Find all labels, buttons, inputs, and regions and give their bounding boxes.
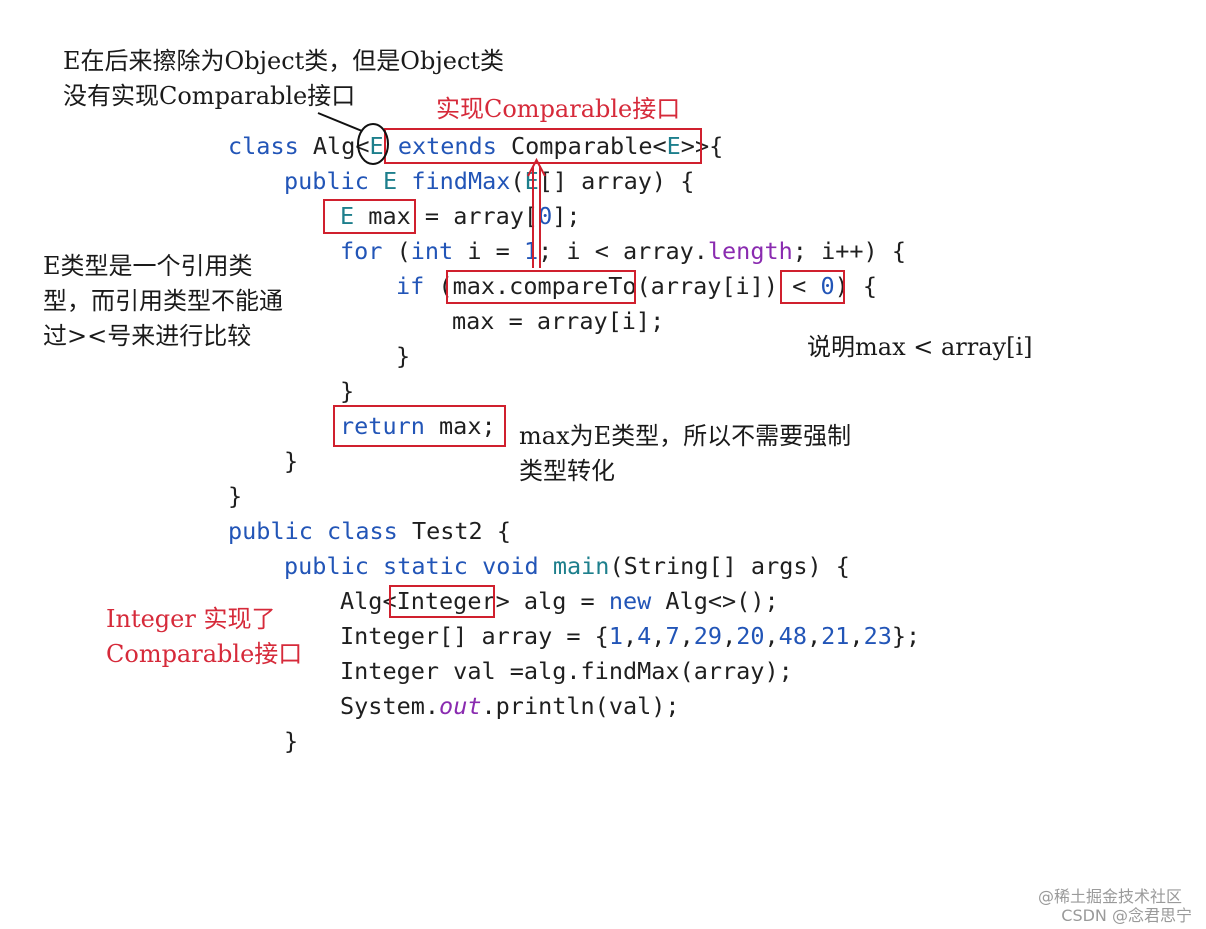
watermark-juejin: @稀土掘金技术社区 (1037, 887, 1182, 906)
highlight-e-max (323, 199, 416, 234)
code-line-class-test2: public class Test2 { (228, 517, 511, 545)
watermark-csdn: CSDN @念君思宁 (1061, 906, 1192, 925)
note-ref-type-line2: 型，而引用类型不能通 (43, 287, 283, 315)
code-block: class Alg<E extends Comparable<E>>{ publ… (0, 0, 920, 755)
code-line-max-init: E max = array[0]; (340, 202, 581, 230)
note-integer-impl-line2: Comparable接口 (106, 640, 303, 668)
arrow-head (527, 157, 546, 177)
code-line-array: Integer[] array = {1,4,7,29,20,48,21,23}… (340, 622, 921, 650)
highlight-integer (389, 585, 495, 618)
note-no-cast-line2: 类型转化 (519, 457, 615, 485)
note-implements-comparable: 实现Comparable接口 (436, 95, 681, 123)
pointer-line (317, 112, 363, 132)
highlight-compareto (446, 270, 636, 304)
code-line-close-method: } (284, 447, 299, 475)
note-ref-type-line3: 过><号来进行比较 (43, 322, 252, 350)
code-line-class-alg: class Alg<E extends Comparable<E>>{ (228, 132, 724, 160)
note-ref-type-line1: E类型是一个引用类 (43, 252, 253, 280)
code-line-close-class: } (228, 482, 243, 510)
code-line-if: if (max.compareTo(array[i]) < 0) { (396, 272, 878, 300)
highlight-less-zero (780, 270, 845, 304)
code-line-alg-new: Alg<Integer> alg = new Alg<>(); (340, 587, 779, 615)
note-erasure-line1: E在后来擦除为Object类，但是Object类 (63, 47, 505, 75)
code-line-return: return max; (340, 412, 496, 440)
note-no-cast-line1: max为E类型，所以不需要强制 (519, 422, 852, 450)
note-erasure-line2: 没有实现Comparable接口 (63, 82, 356, 110)
code-line-close-main: } (284, 727, 299, 755)
code-line-close-for: } (340, 377, 355, 405)
code-line-assign: max = array[i]; (452, 307, 665, 335)
code-line-findmax: public E findMax(E[] array) { (284, 167, 695, 195)
note-max-less: 说明max < array[i] (807, 333, 1033, 361)
circle-e-marker (357, 123, 389, 165)
code-line-for: for (int i = 1; i < array.length; i++) { (340, 237, 906, 265)
note-integer-impl-line1: Integer 实现了 (106, 605, 276, 633)
code-line-main: public static void main(String[] args) { (284, 552, 850, 580)
highlight-return-max (333, 405, 506, 447)
code-line-println: System.out.println(val); (340, 692, 680, 720)
code-line-close-if: } (396, 342, 411, 370)
code-line-val: Integer val =alg.findMax(array); (340, 657, 793, 685)
highlight-extends-comparable (384, 128, 702, 164)
